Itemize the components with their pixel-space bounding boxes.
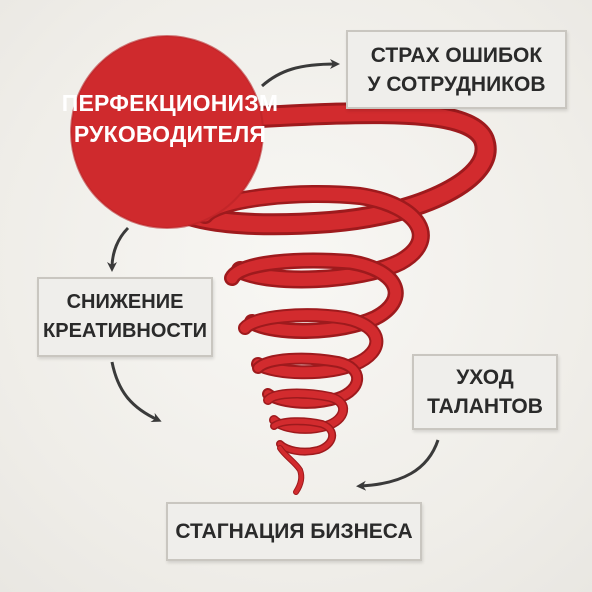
- arrow-creativity-to-stagnation-icon: [110, 361, 162, 423]
- arrow-talents-to-stagnation-icon: [356, 439, 440, 491]
- creativity-decline-box: СНИЖЕНИЕ КРЕАТИВНОСТИ: [37, 277, 213, 357]
- arrow-to-fear-icon: [261, 59, 340, 88]
- fear-of-mistakes-box: СТРАХ ОШИБОК У СОТРУДНИКОВ: [346, 30, 567, 109]
- perfectionism-label: ПЕРФЕКЦИОНИЗМ РУКОВОДИТЕЛЯ: [60, 88, 280, 150]
- creativity-label-line1: СНИЖЕНИЕ: [66, 291, 184, 313]
- business-stagnation-box: СТАГНАЦИЯ БИЗНЕСА: [166, 502, 422, 561]
- fear-label-line1: СТРАХ ОШИБОК: [370, 43, 543, 67]
- arrow-to-creativity-icon: [107, 226, 130, 272]
- talents-label-line2: ТАЛАНТОВ: [427, 395, 543, 418]
- fear-label-line2: У СОТРУДНИКОВ: [367, 72, 546, 96]
- downward-spiral-icon: [159, 102, 497, 495]
- talent-departure-box: УХОД ТАЛАНТОВ: [412, 354, 558, 430]
- stagnation-label: СТАГНАЦИЯ БИЗНЕСА: [175, 520, 413, 543]
- perfectionism-label-line1: ПЕРФЕКЦИОНИЗМ: [61, 90, 279, 116]
- perfectionism-circle: [71, 36, 263, 228]
- creativity-label-line2: КРЕАТИВНОСТИ: [43, 320, 207, 342]
- talents-label-line1: УХОД: [456, 366, 514, 389]
- perfectionism-label-line2: РУКОВОДИТЕЛЯ: [73, 121, 267, 147]
